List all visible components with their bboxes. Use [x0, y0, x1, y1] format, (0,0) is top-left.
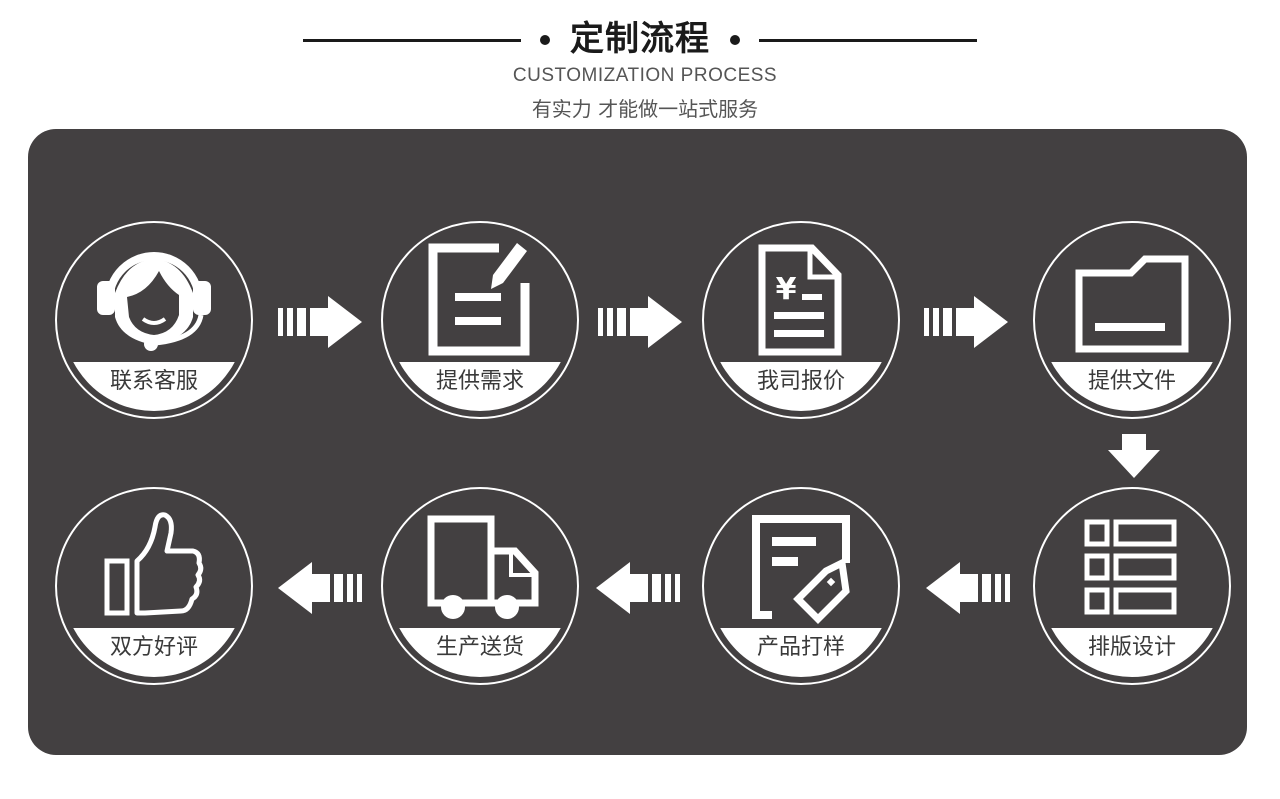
step-label: 提供文件 — [1087, 369, 1176, 394]
step-label: 联系客服 — [109, 369, 198, 394]
arrow-down-icon — [1108, 434, 1160, 478]
title-right-dot — [730, 35, 740, 45]
thumbs-up-icon — [104, 512, 204, 616]
arrow-right-icon — [278, 296, 362, 348]
step-ring — [381, 487, 579, 685]
step-provide-requirements: 提供需求 — [381, 221, 579, 419]
process-panel — [28, 129, 1247, 755]
step-provide-files: 提供文件 — [1033, 221, 1231, 419]
step-label: 排版设计 — [1087, 635, 1176, 660]
edit-document-icon — [428, 243, 530, 356]
step-production-delivery: 生产送货 — [381, 487, 579, 685]
step-ring — [1033, 487, 1231, 685]
folder-icon — [1075, 255, 1189, 353]
subtitle-english: CUSTOMIZATION PROCESS — [512, 65, 778, 86]
step-label: 提供需求 — [435, 369, 524, 394]
document-tag-icon — [752, 515, 850, 624]
arrow-right-icon — [598, 296, 682, 348]
step-ring — [1033, 221, 1231, 419]
arrow-left-icon — [278, 562, 362, 614]
svg-text:¥: ¥ — [776, 272, 797, 307]
headset-support-icon — [97, 252, 211, 351]
arrow-right-icon — [924, 296, 1008, 348]
header: 定制流程 CUSTOMIZATION PROCESS 有实力 才能做一站式服务 — [0, 0, 1280, 128]
title-left-dot — [540, 35, 550, 45]
arrow-left-icon — [596, 562, 680, 614]
delivery-truck-icon — [427, 515, 539, 619]
title-right-rule — [759, 39, 977, 42]
step-product-sample: 产品打样 — [702, 487, 900, 685]
step-quotation: ¥ 我司报价 — [702, 221, 900, 419]
step-mutual-review: 双方好评 — [55, 487, 253, 685]
step-label: 产品打样 — [756, 635, 845, 660]
subtitle-chinese: 有实力 才能做一站式服务 — [531, 97, 759, 121]
step-ring — [702, 221, 900, 419]
step-ring — [55, 487, 253, 685]
page-title: 定制流程 — [570, 19, 710, 59]
step-label: 双方好评 — [109, 635, 198, 660]
step-ring — [702, 487, 900, 685]
step-label: 生产送货 — [435, 635, 524, 660]
yuan-invoice-icon: ¥ — [758, 244, 842, 356]
arrow-left-icon — [926, 562, 1010, 614]
step-contact-support: 联系客服 — [55, 221, 253, 419]
step-layout-design: 排版设计 — [1033, 487, 1231, 685]
step-ring — [55, 221, 253, 419]
layout-grid-icon — [1084, 519, 1177, 615]
step-label: 我司报价 — [756, 369, 845, 394]
step-ring — [381, 221, 579, 419]
title-left-rule — [303, 39, 521, 42]
